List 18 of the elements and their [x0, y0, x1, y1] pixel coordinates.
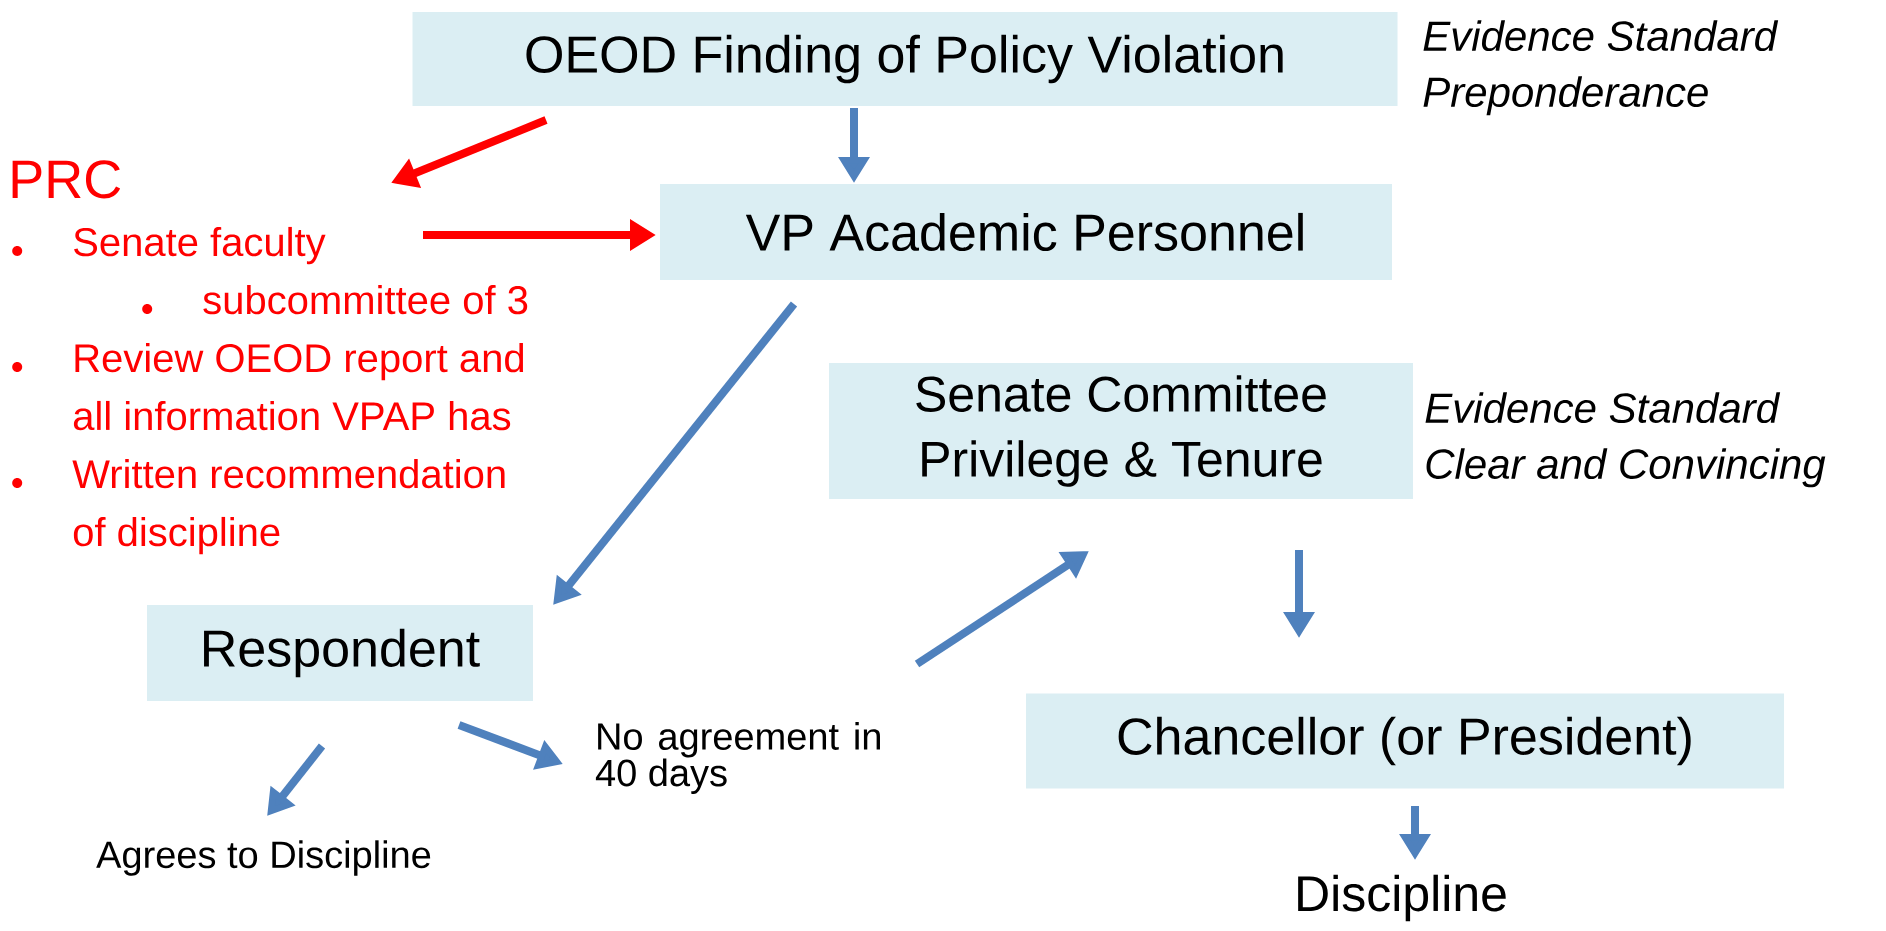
node-label: PRC — [12, 160, 121, 199]
node-label: Senate faculty — [74, 226, 326, 265]
text-label: Agrees to Discipline — [96, 840, 431, 876]
bullet-list: PRC Senate faculty subcommittee of 3 Review OEOD report and all information VPAP has Written recommendation of discipline — [12, 160, 528, 555]
text-label: No agreement in 40 days — [595, 722, 880, 794]
node-label: Written recommendation of discipline — [72, 458, 505, 555]
side-note: Clear and Convincing — [1426, 448, 1826, 488]
process-box: Chancellor (or President) — [1026, 693, 1785, 789]
side-note: Evidence Standard — [1425, 392, 1781, 424]
node-label: subcommittee of 3 — [203, 284, 528, 315]
process-box: Respondent — [147, 605, 533, 701]
side-note: Preponderance — [1423, 76, 1708, 116]
process-box: VP Academic Personnel — [660, 184, 1392, 280]
text-label: Discipline — [1298, 874, 1506, 922]
node-label: Review OEOD report and all information VPAP has — [73, 342, 524, 431]
side-note: Evidence Standard — [1423, 20, 1779, 52]
process-box: Senate Committee Privilege & Tenure — [829, 363, 1413, 499]
process-box: OEOD Finding of Policy Violation — [412, 12, 1398, 106]
